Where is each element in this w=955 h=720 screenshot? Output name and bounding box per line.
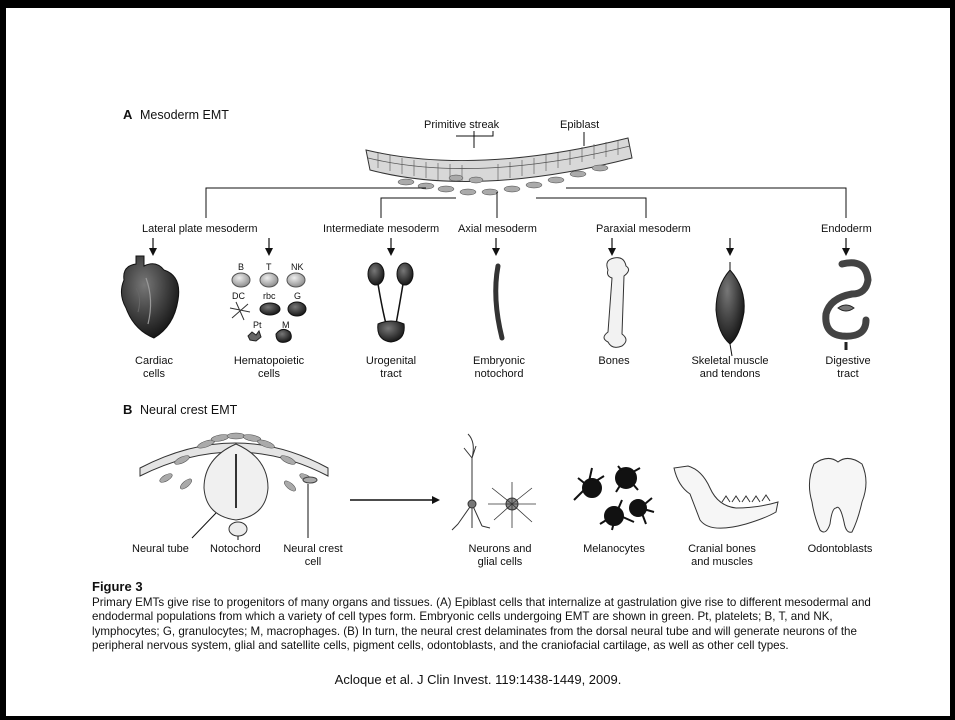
epiblast-label: Epiblast xyxy=(560,119,599,131)
bone-icon xyxy=(604,258,629,348)
cranial-label-2: and muscles xyxy=(691,556,753,568)
neurons-label-2: glial cells xyxy=(478,556,523,568)
streak-bracket xyxy=(456,131,493,136)
melanocytes-label: Melanocytes xyxy=(583,543,645,555)
tooth-icon xyxy=(809,458,866,532)
cranial-label-1: Cranial bones xyxy=(688,543,756,555)
notochord-icon xyxy=(496,266,502,338)
cardiac-label-2: cells xyxy=(143,368,166,380)
intermediate-label: Intermediate mesoderm xyxy=(323,223,439,235)
down-arrows xyxy=(153,238,846,252)
digestive-label-2: tract xyxy=(837,368,858,380)
urogenital-label-2: tract xyxy=(380,368,401,380)
neural-tube-illustration xyxy=(140,433,328,540)
muscle-icon xyxy=(716,262,744,356)
hemato-label-1: Hematopoietic xyxy=(234,355,305,367)
blood-label-pt: Pt xyxy=(253,320,262,330)
neurons-label-1: Neurons and xyxy=(469,543,532,555)
figure-caption: Figure 3 Primary EMTs give rise to proge… xyxy=(92,580,882,654)
section-b-letter: B xyxy=(123,402,132,417)
lateral-plate-label: Lateral plate mesoderm xyxy=(142,223,258,235)
blood-label-nk: NK xyxy=(291,262,304,272)
blood-label-b: B xyxy=(238,262,244,272)
paraxial-label: Paraxial mesoderm xyxy=(596,223,691,235)
odontoblasts-label: Odontoblasts xyxy=(808,543,873,555)
notochord-label-2: notochord xyxy=(475,368,524,380)
urogenital-icon xyxy=(368,263,413,342)
section-a-title: Mesoderm EMT xyxy=(140,108,229,122)
neural-tube-label: Neural tube xyxy=(132,543,189,555)
urogenital-label-1: Urogenital xyxy=(366,355,416,367)
neuron-icon xyxy=(452,434,536,530)
blood-label-dc: DC xyxy=(232,291,245,301)
epiblast-tissue xyxy=(366,138,632,195)
bones-label: Bones xyxy=(598,355,630,367)
blood-label-rbc: rbc xyxy=(263,291,276,301)
hemato-label-2: cells xyxy=(258,368,281,380)
skeletal-label-1: Skeletal muscle xyxy=(691,355,768,367)
melanocyte-icon xyxy=(574,466,654,530)
section-b-title: Neural crest EMT xyxy=(140,403,238,417)
skeletal-label-2: and tendons xyxy=(700,368,761,380)
heart-icon xyxy=(121,256,178,338)
blood-label-t: T xyxy=(266,262,272,272)
figure-slide: A Mesoderm EMT Primitive streak Epiblast xyxy=(6,8,950,716)
lineage-branches xyxy=(206,188,846,218)
blood-label-g: G xyxy=(294,291,301,301)
notochord-label-1: Embryonic xyxy=(473,355,525,367)
blood-label-m: M xyxy=(282,320,290,330)
notochord-b-label: Notochord xyxy=(210,543,261,555)
primitive-streak-label: Primitive streak xyxy=(424,119,500,131)
blood-cells-illustration: B T NK DC rbc G Pt M xyxy=(230,262,306,342)
neural-crest-label-1: Neural crest xyxy=(283,543,342,555)
jaw-icon xyxy=(674,466,778,528)
neural-crest-label-2: cell xyxy=(305,556,322,568)
section-a-letter: A xyxy=(123,107,133,122)
caption-title: Figure 3 xyxy=(92,580,882,595)
endoderm-label: Endoderm xyxy=(821,223,872,235)
citation: Acloque et al. J Clin Invest. 119:1438-1… xyxy=(6,672,950,687)
cardiac-label-1: Cardiac xyxy=(135,355,173,367)
digestive-icon xyxy=(826,263,868,350)
axial-label: Axial mesoderm xyxy=(458,223,537,235)
caption-body: Primary EMTs give rise to progenitors of… xyxy=(92,596,882,654)
digestive-label-1: Digestive xyxy=(825,355,870,367)
